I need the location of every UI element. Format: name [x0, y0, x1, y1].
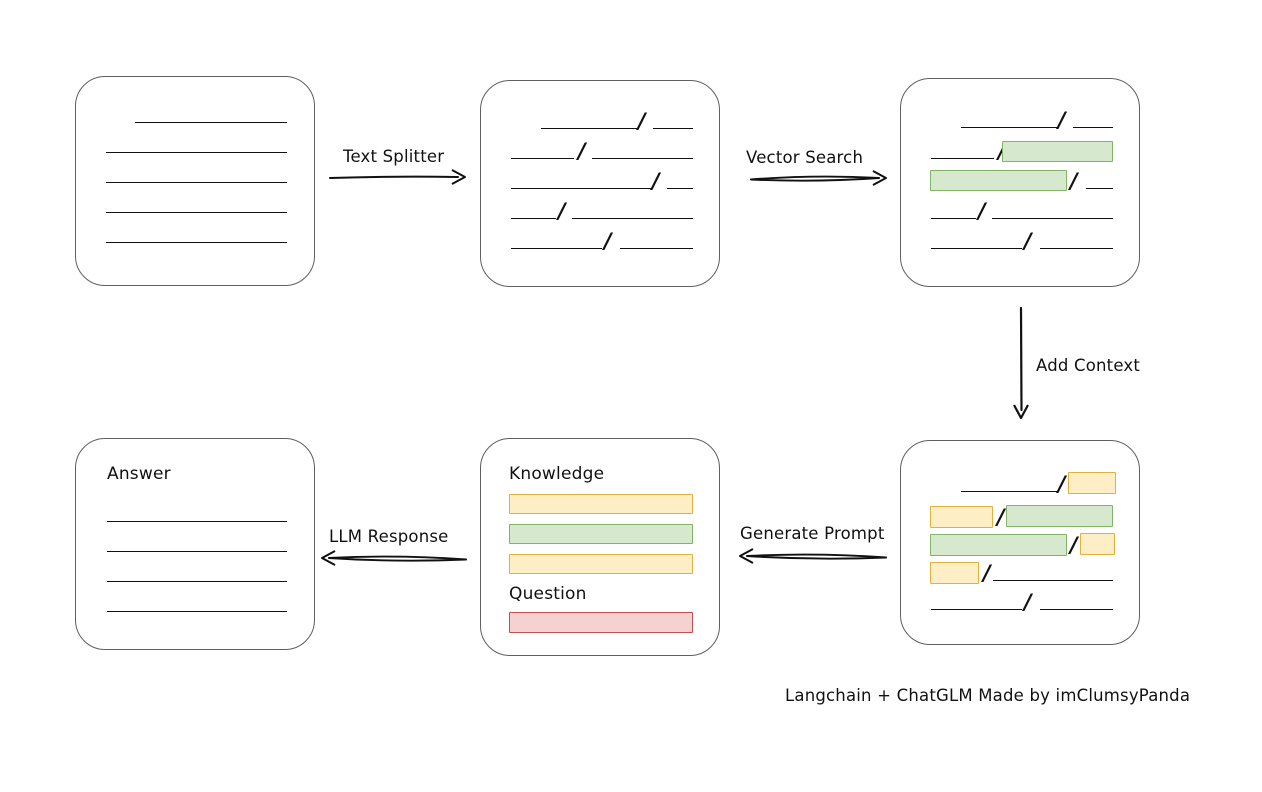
knowledge-bar-1 — [509, 494, 693, 514]
text-line — [106, 182, 287, 183]
text-line — [106, 212, 287, 213]
slash-separator: / — [1058, 472, 1066, 496]
text-line — [511, 248, 602, 249]
text-line — [106, 242, 287, 243]
arrow-generate-prompt-label: Generate Prompt — [740, 524, 885, 543]
highlight-chunk-green — [1002, 141, 1113, 162]
highlight-chunk-green — [930, 170, 1067, 191]
arrow-text-splitter-label: Text Splitter — [343, 147, 445, 166]
slash-separator: / — [1070, 533, 1078, 557]
slash-separator: / — [1070, 169, 1078, 193]
text-line — [992, 218, 1113, 219]
answer-title: Answer — [107, 464, 171, 484]
arrow-vector-search — [750, 170, 887, 186]
highlight-chunk-yellow — [1080, 533, 1115, 555]
text-line — [993, 580, 1113, 581]
arrow-add-context — [1013, 306, 1029, 420]
slash-separator: / — [578, 139, 586, 163]
text-line — [572, 218, 693, 219]
text-line — [620, 248, 693, 249]
text-line — [541, 128, 637, 129]
text-line — [511, 188, 651, 189]
text-line — [592, 158, 693, 159]
text-line — [107, 551, 287, 552]
text-line — [1040, 248, 1113, 249]
highlight-chunk-green — [930, 534, 1067, 556]
split-chunks-box — [480, 80, 720, 287]
arrow-llm-response-label: LLM Response — [329, 527, 449, 546]
slash-separator: / — [652, 169, 660, 193]
text-line — [931, 158, 994, 159]
text-line — [931, 248, 1022, 249]
text-line — [107, 521, 287, 522]
text-line — [107, 611, 287, 612]
arrow-generate-prompt — [739, 548, 887, 564]
answer-box — [75, 438, 315, 650]
knowledge-bar-3 — [509, 554, 693, 574]
slash-separator: / — [1024, 590, 1032, 614]
slash-separator: / — [1024, 229, 1032, 253]
text-line — [1086, 188, 1113, 189]
slash-separator: / — [638, 109, 646, 133]
text-line — [667, 188, 693, 189]
highlight-chunk-yellow — [930, 506, 993, 528]
slash-separator: / — [997, 505, 1005, 529]
text-line — [961, 127, 1057, 128]
highlight-chunk-green — [1006, 505, 1113, 527]
knowledge-label: Knowledge — [509, 464, 605, 484]
arrow-vector-search-label: Vector Search — [746, 148, 864, 167]
text-line — [511, 158, 574, 159]
text-line — [106, 152, 287, 153]
arrow-text-splitter — [329, 169, 466, 185]
arrow-llm-response — [321, 550, 467, 566]
text-line — [135, 122, 287, 123]
arrow-add-context-label: Add Context — [1036, 356, 1141, 375]
highlight-chunk-yellow — [930, 562, 979, 584]
knowledge-bar-2 — [509, 524, 693, 544]
text-line — [511, 218, 556, 219]
highlight-chunk-yellow — [1068, 472, 1116, 494]
slash-separator: / — [998, 141, 1006, 162]
question-label: Question — [509, 584, 587, 604]
slash-separator: / — [983, 561, 991, 585]
slash-separator: / — [978, 199, 986, 223]
slash-separator: / — [604, 229, 612, 253]
text-line — [107, 581, 287, 582]
text-line — [931, 218, 976, 219]
text-line — [1040, 609, 1113, 610]
question-bar-1 — [509, 612, 693, 633]
text-line — [931, 609, 1022, 610]
footer-credit: Langchain + ChatGLM Made by imClumsyPand… — [785, 686, 1191, 705]
slash-separator: / — [1058, 108, 1066, 132]
text-line — [1073, 127, 1113, 128]
text-line — [961, 491, 1057, 492]
source-document-box — [75, 76, 315, 286]
text-line — [653, 128, 693, 129]
slash-separator: / — [558, 199, 566, 223]
